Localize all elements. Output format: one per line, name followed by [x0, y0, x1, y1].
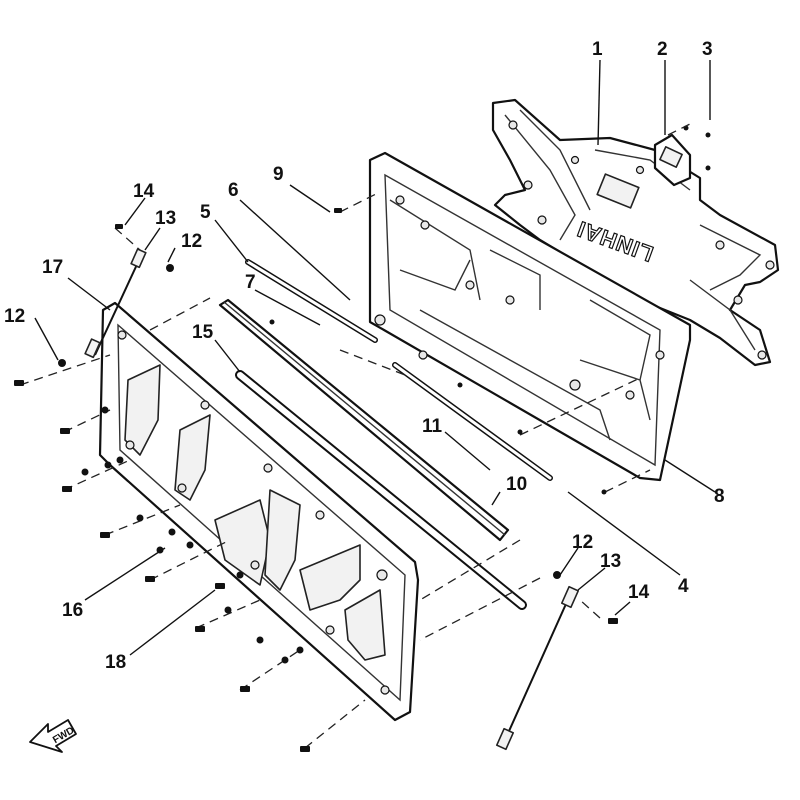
support-cable-lower	[495, 585, 580, 751]
rod-5	[245, 259, 378, 343]
callout-9: 9	[273, 164, 284, 185]
callout-10: 10	[506, 474, 527, 495]
square-bar-10	[218, 298, 510, 542]
washer-6	[374, 314, 386, 326]
callout-7: 7	[245, 272, 256, 293]
callout-17: 17	[42, 257, 63, 278]
callout-6: 6	[228, 180, 239, 201]
callout-11: 11	[422, 416, 443, 437]
callout-3: 3	[702, 39, 713, 60]
front-tailgate-panel	[98, 301, 420, 722]
callout-2: 2	[657, 39, 668, 60]
callout-18: 18	[105, 652, 126, 673]
callout-13-right: 13	[600, 551, 621, 572]
inner-tailgate-frame	[368, 151, 692, 482]
fwd-arrow-icon: FWD	[29, 719, 77, 753]
callout-8: 8	[714, 486, 725, 507]
rod-11	[392, 362, 553, 481]
washer-7	[418, 350, 428, 360]
callout-4: 4	[678, 576, 689, 597]
callout-13-top: 13	[155, 208, 176, 229]
callout-12-right: 12	[572, 532, 593, 553]
fasteners	[14, 191, 651, 752]
latch-assembly	[653, 133, 692, 187]
callout-12-top: 12	[181, 231, 202, 252]
callout-12-left: 12	[4, 306, 25, 327]
outer-tailgate-panel: LINHAI	[491, 98, 780, 367]
callout-14-top: 14	[133, 181, 155, 202]
callout-numbers: 1 2 3 4 5 6 7 8 9 10 11 12 12 12 13 13 1…	[4, 39, 725, 673]
callout-15: 15	[192, 322, 214, 343]
callout-5: 5	[200, 202, 211, 223]
callout-16: 16	[62, 600, 83, 621]
callout-1: 1	[592, 39, 603, 60]
callout-14-right: 14	[628, 582, 650, 603]
support-cable-upper	[84, 248, 147, 359]
leader-lines	[34, 59, 716, 656]
